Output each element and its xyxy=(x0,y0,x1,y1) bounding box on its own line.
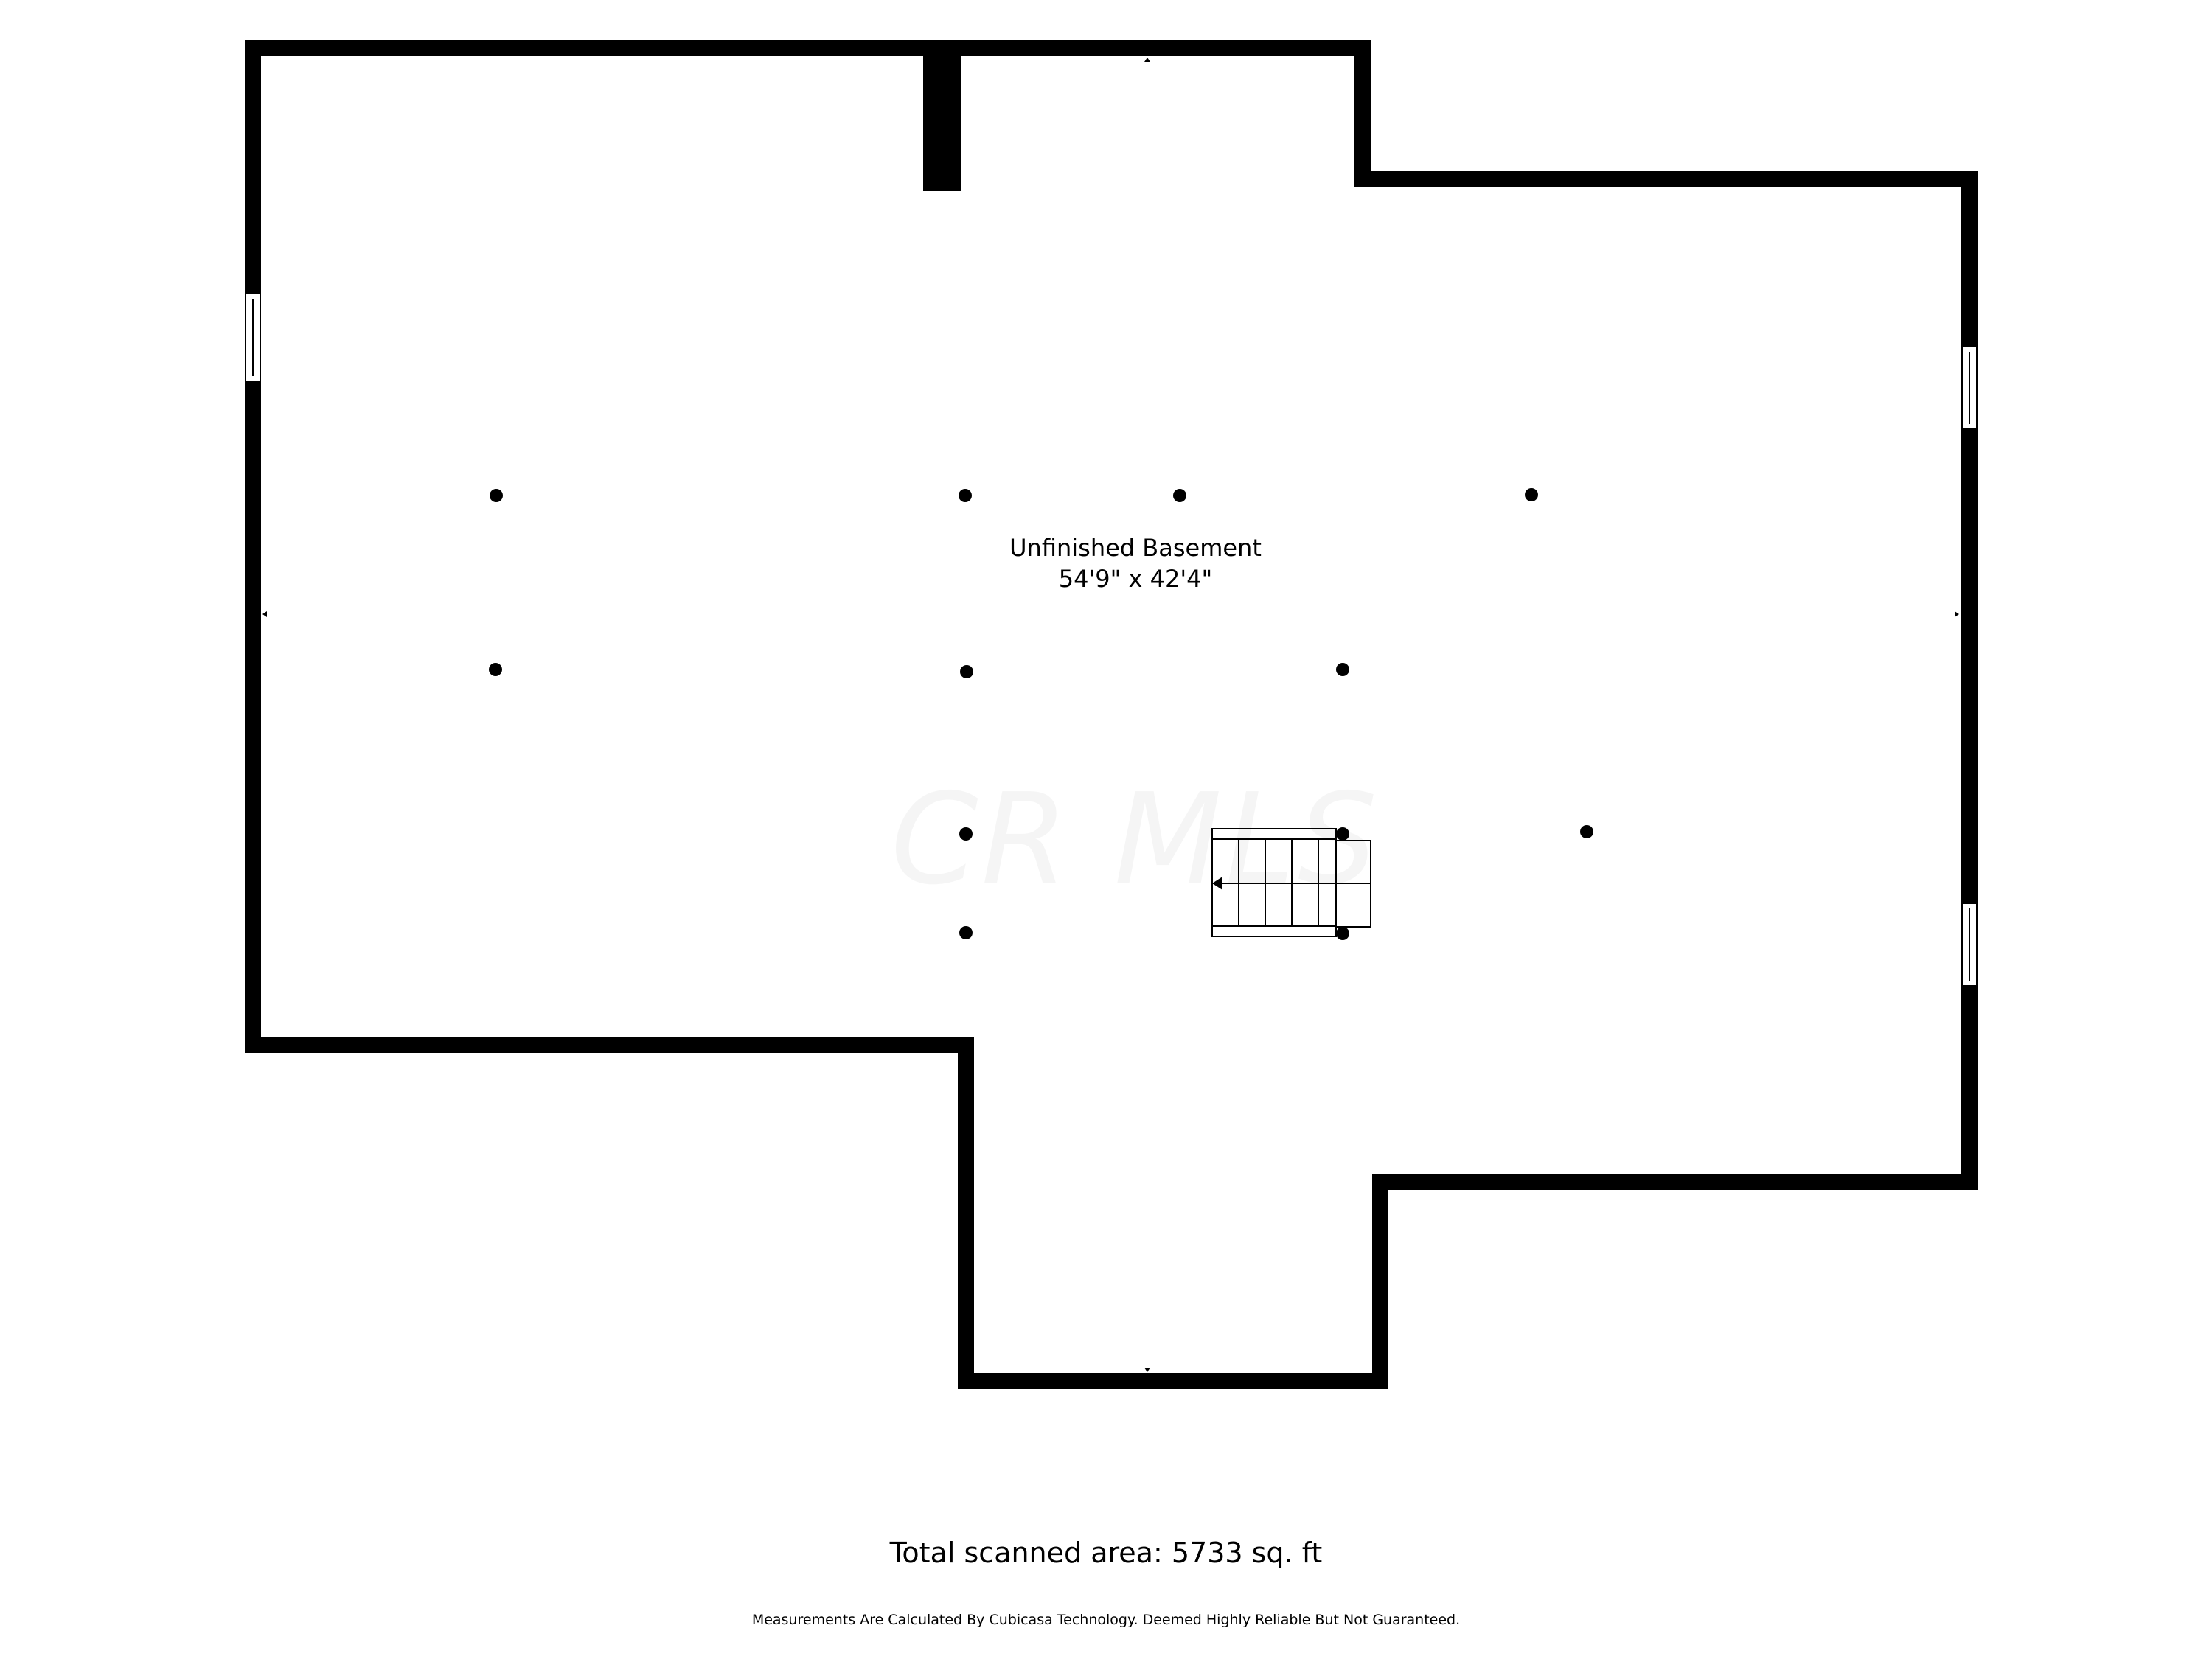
support-post-icon xyxy=(490,489,503,502)
dimension-arrow-icon xyxy=(1144,1368,1150,1372)
staircase xyxy=(1211,828,1371,937)
support-post-icon xyxy=(1525,488,1538,501)
window-icon xyxy=(1961,346,1978,430)
room-label: Unfinished Basement 54'9" x 42'4" xyxy=(959,532,1312,594)
exterior-wall xyxy=(245,40,1978,1389)
room-dimensions: 54'9" x 42'4" xyxy=(1058,565,1213,593)
support-post-icon xyxy=(959,827,973,841)
support-post-icon xyxy=(959,489,972,502)
room-name: Unfinished Basement xyxy=(1009,534,1262,562)
dimension-arrow-icon xyxy=(1144,58,1150,62)
watermark: CR MLS xyxy=(870,767,1401,913)
total-area: Total scanned area: 5733 sq. ft xyxy=(889,1537,1323,1569)
chimney-pillar xyxy=(923,48,961,191)
disclaimer: Measurements Are Calculated By Cubicasa … xyxy=(751,1612,1461,1628)
support-post-icon xyxy=(1336,663,1349,676)
support-post-icon xyxy=(1173,489,1186,502)
support-post-icon xyxy=(960,665,973,678)
dimension-arrow-icon xyxy=(1955,611,1959,617)
window-icon xyxy=(245,293,261,383)
support-post-icon xyxy=(1336,927,1349,940)
stair-arrow-icon xyxy=(1212,877,1222,890)
support-post-icon xyxy=(1580,825,1593,838)
window-icon xyxy=(1961,902,1978,987)
support-posts xyxy=(489,488,1593,940)
support-post-icon xyxy=(1336,827,1349,841)
support-post-icon xyxy=(959,926,973,939)
support-post-icon xyxy=(489,663,502,676)
dimension-arrow-icon xyxy=(262,611,267,617)
